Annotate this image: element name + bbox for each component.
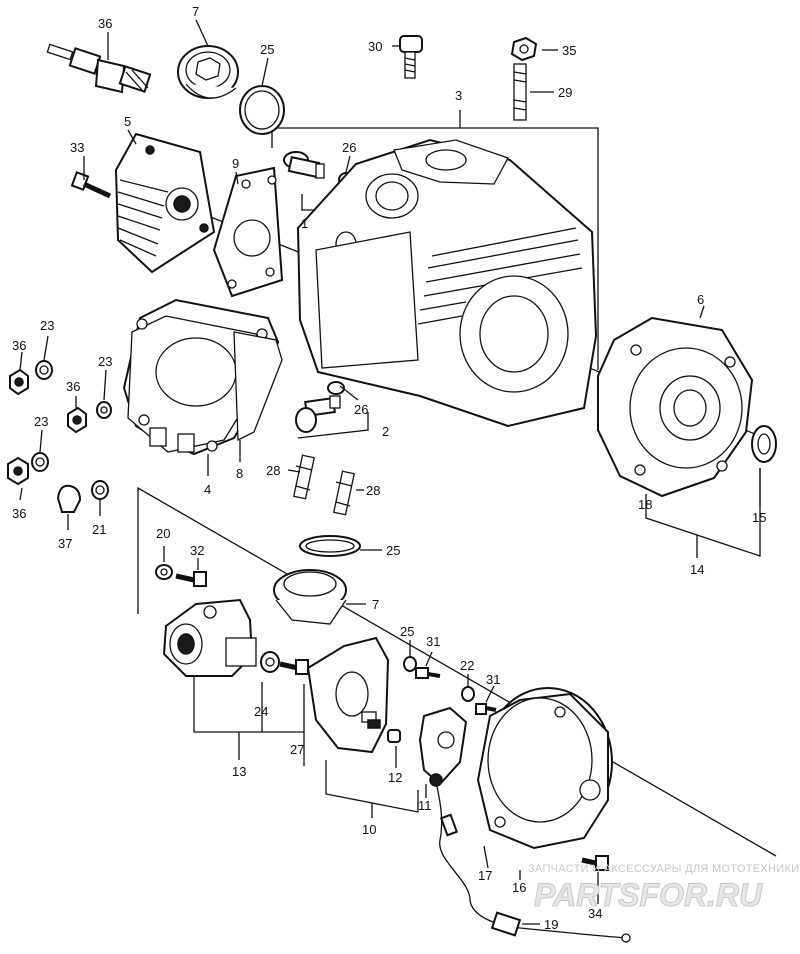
- callout-2: 2: [382, 424, 389, 439]
- callout-33: 33: [70, 140, 84, 155]
- callout-13: 13: [232, 764, 246, 779]
- callout-25-lower: 25: [400, 624, 414, 639]
- bracket-14: [645, 468, 761, 557]
- cam-chain-tensioner: [162, 598, 257, 677]
- callout-9: 9: [232, 156, 239, 171]
- callout-36-c: 36: [12, 506, 26, 521]
- contact-breaker: [418, 706, 468, 787]
- studs-28: [292, 454, 356, 516]
- callout-23-a: 23: [40, 318, 54, 333]
- callout-27: 27: [290, 742, 304, 757]
- oil-filler-cap: [177, 45, 239, 99]
- callout-28-a: 28: [266, 463, 280, 478]
- callout-26-top: 26: [342, 140, 356, 155]
- tappet-cap: [273, 569, 347, 625]
- callout-36-a: 36: [12, 338, 26, 353]
- callout-34: 34: [588, 906, 602, 921]
- callout-29: 29: [558, 85, 572, 100]
- callout-labels: 1 2 3 4 5 6 7 7 8 9 10 11 12 13 14 15 16…: [12, 4, 766, 932]
- callout-14: 14: [690, 562, 704, 577]
- callout-32: 32: [190, 543, 204, 558]
- left-hardware: [7, 360, 112, 513]
- o-ring-middle-inner: [305, 539, 355, 553]
- callout-4: 4: [204, 482, 211, 497]
- callout-18: 18: [638, 497, 652, 512]
- callout-36-top: 36: [98, 16, 112, 31]
- callout-25-middle: 25: [386, 543, 400, 558]
- oil-seal-15-inner: [757, 433, 771, 455]
- bolt-27: [279, 659, 309, 675]
- wire-harness: [435, 781, 631, 943]
- screw-31-upper: [415, 667, 441, 679]
- cylinder-head: [296, 138, 598, 428]
- callout-7-lower: 7: [372, 597, 379, 612]
- rocker-gasket: [233, 331, 283, 442]
- valve-upper: [283, 151, 325, 179]
- callout-36-b: 36: [66, 379, 80, 394]
- callout-3: 3: [455, 88, 462, 103]
- callout-15: 15: [752, 510, 766, 525]
- nut-35-hole: [519, 44, 529, 54]
- valve-seal-lower: [327, 381, 345, 395]
- callout-19: 19: [544, 917, 558, 932]
- callout-16: 16: [512, 880, 526, 895]
- callout-31-b: 31: [486, 672, 500, 687]
- bolt-32: [175, 571, 207, 587]
- callout-24: 24: [254, 704, 268, 719]
- screw-34: [581, 855, 609, 871]
- callout-23-b: 23: [98, 354, 112, 369]
- callout-12: 12: [388, 770, 402, 785]
- leader-lines: [19, 19, 761, 925]
- side-cover: [597, 316, 754, 498]
- washer-22: [461, 686, 475, 702]
- bracket-2: [297, 412, 369, 439]
- group-frames: [137, 110, 777, 857]
- valve-lower: [295, 395, 341, 433]
- watermark-brand: PARTSFOR.RU: [534, 877, 763, 913]
- stud-29: [513, 63, 527, 121]
- o-ring-upper-inner: [244, 90, 280, 130]
- callout-1: 1: [301, 216, 308, 231]
- callout-28-b: 28: [366, 483, 380, 498]
- callout-8: 8: [236, 466, 243, 481]
- screw-31-lower: [475, 703, 497, 715]
- spark-plug: [46, 43, 152, 94]
- callout-23-c: 23: [34, 414, 48, 429]
- head-gasket-9: [212, 166, 284, 298]
- callout-22: 22: [460, 658, 474, 673]
- callout-37: 37: [58, 536, 72, 551]
- cap-nut-37: [56, 484, 82, 513]
- callout-20: 20: [156, 526, 170, 541]
- cylinder-head-cover: [114, 132, 216, 274]
- callout-7-top: 7: [192, 4, 199, 19]
- cylinder-head-group-frame: [271, 127, 599, 370]
- callout-25-top: 25: [260, 42, 274, 57]
- callout-10: 10: [362, 822, 376, 837]
- washer-25-lower: [403, 656, 417, 672]
- callout-21: 21: [92, 522, 106, 537]
- callout-26-lower: 26: [354, 402, 368, 417]
- felt-12: [387, 729, 401, 743]
- bracket-13: [193, 676, 305, 733]
- callout-11: 11: [418, 798, 432, 813]
- watermark-caption: ЗАПЧАСТИ И АКСЕССУАРЫ ДЛЯ МОТОТЕХНИКИ: [528, 863, 799, 875]
- callout-5: 5: [124, 114, 131, 129]
- callout-35: 35: [562, 43, 576, 58]
- bolt-33: [70, 171, 112, 199]
- callout-31-a: 31: [426, 634, 440, 649]
- bolt-30: [399, 35, 423, 79]
- generator-cover: [476, 687, 613, 850]
- callout-6: 6: [697, 292, 704, 307]
- callout-17: 17: [478, 868, 492, 883]
- watermark: ЗАПЧАСТИ И АКСЕССУАРЫ ДЛЯ МОТОТЕХНИКИ PA…: [528, 863, 799, 914]
- callout-30: 30: [368, 39, 382, 54]
- stator-base-plate: [306, 636, 390, 754]
